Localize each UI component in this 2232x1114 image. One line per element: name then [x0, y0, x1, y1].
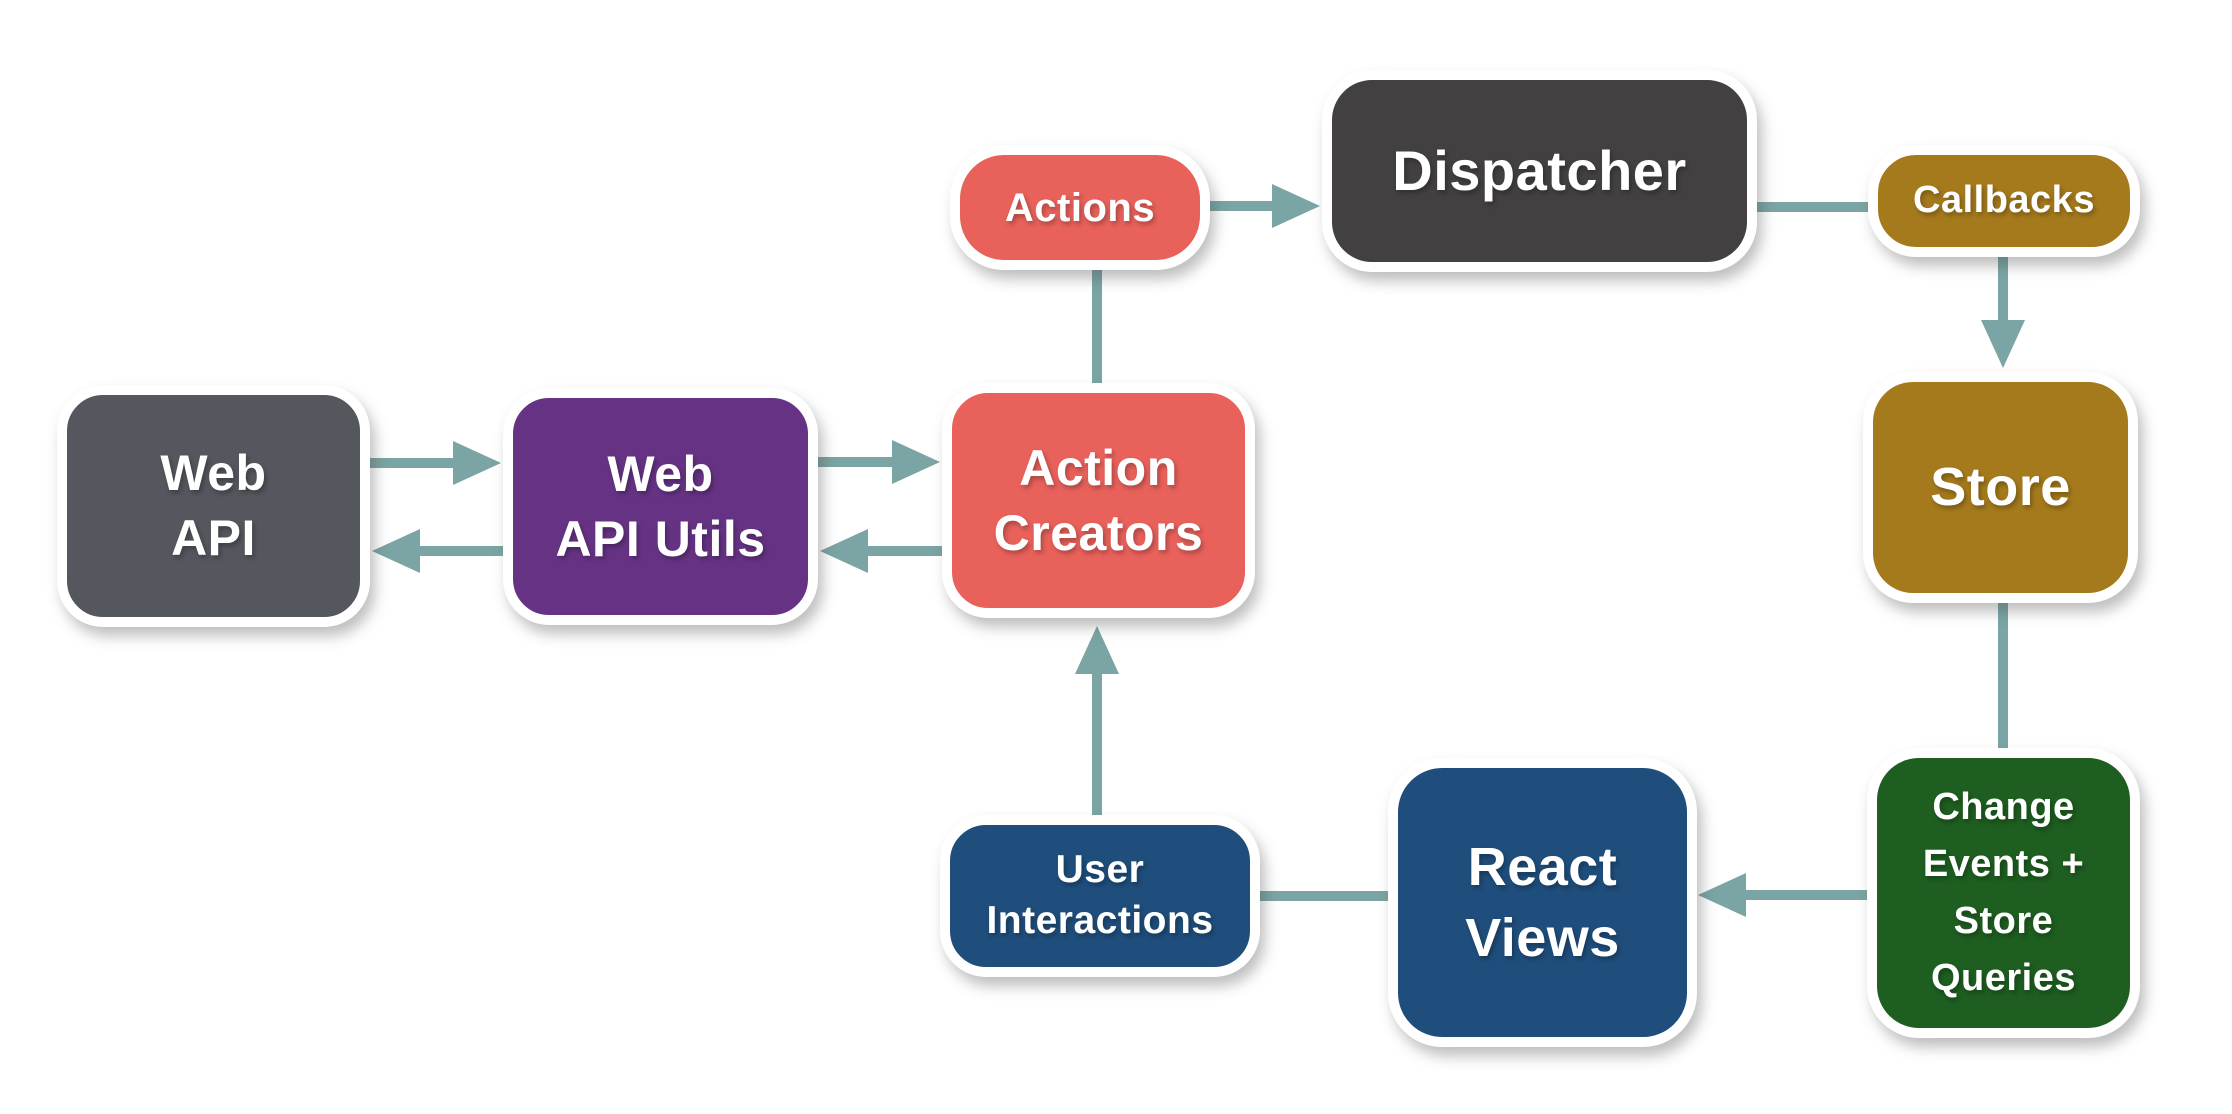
- node-actions-label: Actions: [1004, 185, 1156, 230]
- node-react-views-label: React Views: [1465, 837, 1620, 968]
- arrow-utils-to-actioncreators-head: [892, 440, 940, 484]
- node-actions: Actions: [950, 145, 1210, 270]
- node-web-api: Web API: [57, 385, 370, 627]
- arrow-actioncreators-to-utils-head: [820, 529, 868, 573]
- node-web-api-utils-label: Web API Utils: [555, 445, 766, 567]
- node-action-creators: Action Creators: [942, 383, 1255, 618]
- arrow-userinteractions-to-actioncreators-head: [1075, 626, 1119, 674]
- node-web-api-label: Web API: [160, 445, 267, 566]
- node-user-interactions: User Interactions: [940, 815, 1260, 977]
- arrow-callbacks-to-store-head: [1981, 320, 2025, 368]
- arrow-utils-to-webapi-head: [372, 529, 420, 573]
- node-dispatcher: Dispatcher: [1322, 70, 1757, 272]
- node-web-api-utils: Web API Utils: [503, 388, 818, 625]
- arrow-changeevents-to-reactviews-head: [1698, 873, 1746, 917]
- node-callbacks: Callbacks: [1868, 145, 2140, 257]
- node-callbacks-label: Callbacks: [1913, 179, 2095, 222]
- node-dispatcher-label: Dispatcher: [1392, 138, 1687, 202]
- arrow-actions-to-dispatcher-head: [1272, 184, 1320, 228]
- node-change-events-store-queries: Change Events + Store Queries: [1867, 748, 2140, 1038]
- node-react-views: React Views: [1388, 758, 1697, 1047]
- node-store-label: Store: [1930, 457, 2071, 518]
- node-store: Store: [1863, 372, 2138, 603]
- node-change-events-store-queries-label: Change Events + Store Queries: [1922, 786, 2085, 999]
- node-action-creators-label: Action Creators: [993, 439, 1204, 561]
- node-user-interactions-label: User Interactions: [986, 848, 1214, 942]
- arrow-webapi-to-utils-head: [453, 441, 501, 485]
